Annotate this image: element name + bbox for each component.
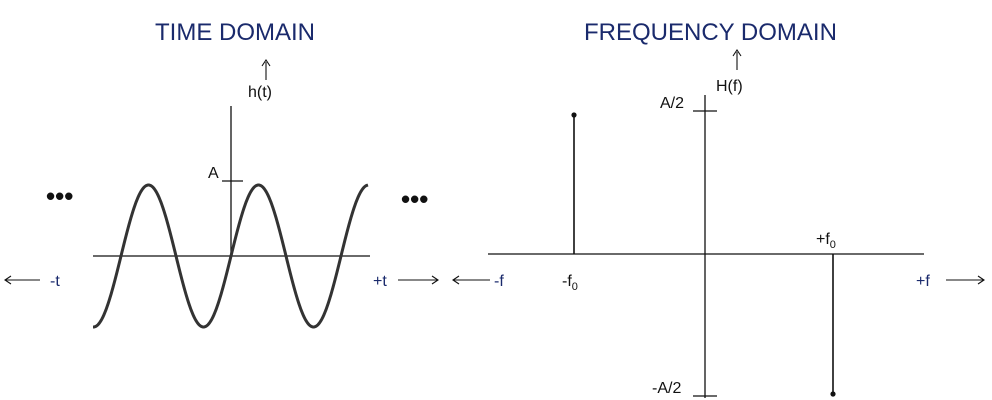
freq-pos-f0-label: +f0 [816, 231, 836, 251]
impulse-neg-f0-tip [571, 112, 577, 118]
sine-wave [93, 183, 369, 329]
freq-neg-axis-label: -f [494, 273, 504, 290]
time-pos-axis-label: +t [373, 273, 387, 290]
h-t-up-arrow-icon [261, 59, 271, 80]
time-neg-axis-label: -t [50, 273, 60, 290]
freq-neg-f0-label: -f0 [562, 273, 578, 293]
time-y-axis-label: h(t) [248, 84, 272, 101]
freq-left-arrow-icon [452, 275, 490, 285]
time-right-ellipsis: ••• [401, 184, 428, 214]
freq-pos-axis-label: +f [916, 273, 930, 290]
h-f-up-arrow-icon [732, 49, 742, 70]
freq-neg-amp-label: -A/2 [652, 380, 681, 397]
time-left-arrow-icon [4, 275, 40, 285]
time-domain-panel: TIME DOMAIN h(t) A ••• ••• -t +t [4, 19, 439, 329]
frequency-domain-panel: FREQUENCY DOMAIN H(f) A/2 -A/2 -f0 +f0 -… [452, 19, 985, 398]
time-right-arrow-icon [398, 275, 439, 285]
freq-y-axis-label: H(f) [716, 78, 743, 95]
time-amplitude-label: A [208, 165, 219, 182]
impulse-pos-f0-tip [830, 391, 836, 397]
time-domain-title: TIME DOMAIN [155, 19, 315, 46]
freq-right-arrow-icon [946, 275, 985, 285]
frequency-domain-title: FREQUENCY DOMAIN [584, 19, 837, 46]
time-left-ellipsis: ••• [46, 181, 73, 211]
freq-pos-amp-label: A/2 [660, 95, 684, 112]
